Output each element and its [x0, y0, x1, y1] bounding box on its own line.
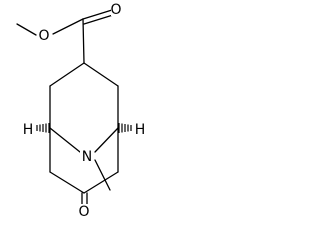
left-hydrogen-text: H	[23, 122, 34, 138]
atom-label-ester-ether-oxygen: O	[38, 28, 51, 44]
atom-label-ester-carbonyl-oxygen: O	[110, 2, 123, 18]
right-stereo-hash	[118, 123, 132, 133]
atom-label-right-hydrogen: H	[133, 122, 147, 138]
molecule-structure: O O N O H H	[16, 2, 147, 220]
atom-label-ketone-oxygen: O	[78, 204, 90, 220]
bond-carbonyl-to-ring	[82, 18, 85, 64]
bridge-nitrogen-text: N	[82, 149, 92, 165]
atom-label-bridge-nitrogen: N	[80, 149, 94, 165]
bond-o-carbonyl-carbon	[52, 18, 84, 35]
bond-c5-n	[94, 127, 119, 153]
bond-c7b-c6	[83, 171, 119, 194]
bond-c7-c6	[49, 171, 85, 194]
bond-c1-n	[49, 127, 81, 153]
ester-carbonyl-oxygen-text: O	[110, 2, 121, 18]
bond-carbonyl-double-2	[83, 14, 114, 25]
atom-label-left-hydrogen: H	[21, 122, 35, 138]
bond-c3-c4	[83, 62, 119, 87]
bond-methyl-o	[16, 23, 37, 36]
bond-n-methyl	[94, 159, 111, 191]
ketone-oxygen-text: O	[78, 204, 89, 220]
bond-carbonyl-double-1	[82, 9, 113, 20]
right-hydrogen-text: H	[135, 122, 146, 138]
bond-c3-c2	[49, 62, 85, 87]
left-stereo-hash	[36, 123, 50, 133]
ester-ether-oxygen-text: O	[38, 28, 49, 44]
